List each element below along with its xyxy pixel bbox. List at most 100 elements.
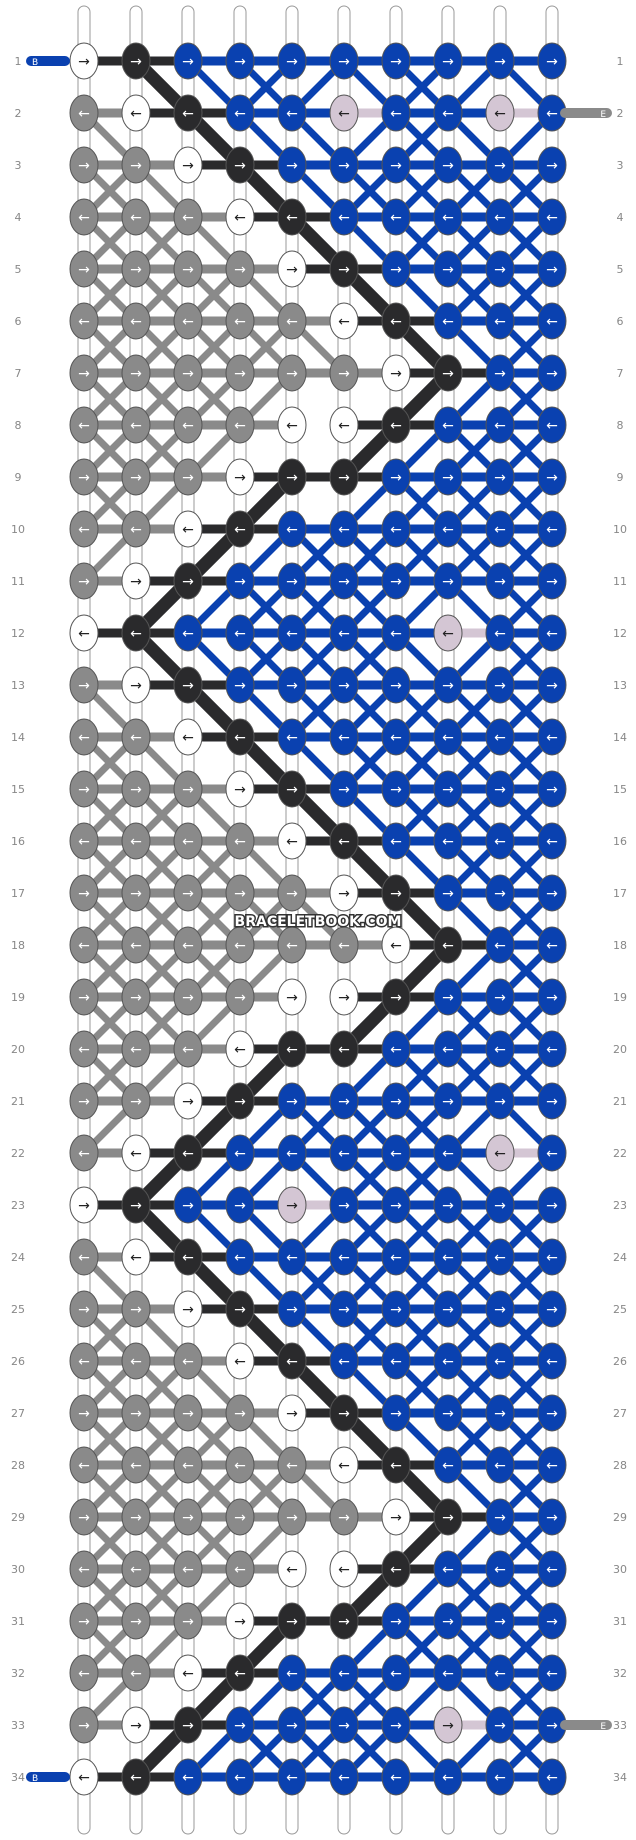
knot-grid: → → → → → → → → → → ← ← ← ← ← ← ← ← ← ← → → → → → → → → → → ← ← ← ← ← ← ← ← ← ←… xyxy=(69,42,567,1796)
backward-arrow-icon: ← xyxy=(130,730,142,746)
backward-arrow-icon: ← xyxy=(442,730,454,746)
knot-r10-s6: ← xyxy=(329,510,359,548)
knot-oval xyxy=(225,926,255,964)
knot-r19-s9: → xyxy=(485,978,515,1016)
forward-arrow-icon: → xyxy=(182,158,194,174)
backward-arrow-icon: ← xyxy=(338,1250,350,1266)
knot-oval xyxy=(121,42,151,80)
forward-arrow-icon: → xyxy=(338,1718,350,1734)
knot-r6-s9: ← xyxy=(485,302,515,340)
knot-r29-s5: → xyxy=(277,1498,307,1536)
knot-oval xyxy=(329,1654,359,1692)
knot-oval xyxy=(173,1186,203,1224)
backward-arrow-icon: ← xyxy=(546,1770,558,1786)
knot-r14-s8: ← xyxy=(433,718,463,756)
knot-r10-s1: ← xyxy=(69,510,99,548)
forward-arrow-icon: → xyxy=(234,574,246,590)
forward-arrow-icon: → xyxy=(442,366,454,382)
forward-arrow-icon: → xyxy=(442,782,454,798)
forward-arrow-icon: → xyxy=(234,782,246,798)
knot-oval xyxy=(381,1134,411,1172)
knot-r7-s4: → xyxy=(225,354,255,392)
knot-oval xyxy=(433,1758,463,1796)
knot-oval xyxy=(485,822,515,860)
knot-oval xyxy=(485,978,515,1016)
row-number-right: 7 xyxy=(617,367,624,380)
forward-arrow-icon: → xyxy=(182,1718,194,1734)
knot-oval xyxy=(433,666,463,704)
knot-r24-s3: ← xyxy=(173,1238,203,1276)
forward-arrow-icon: → xyxy=(390,1510,402,1526)
knot-r34-s10: ← xyxy=(537,1758,567,1796)
forward-arrow-icon: → xyxy=(338,54,350,70)
knot-r30-s6: ← xyxy=(329,1550,359,1588)
row-number-left: 19 xyxy=(11,991,25,1004)
knot-r13-s7: → xyxy=(381,666,411,704)
knot-oval xyxy=(485,614,515,652)
forward-arrow-icon: → xyxy=(286,1302,298,1318)
knot-oval xyxy=(225,874,255,912)
knot-oval xyxy=(329,1134,359,1172)
forward-arrow-icon: → xyxy=(494,574,506,590)
knot-r14-s10: ← xyxy=(537,718,567,756)
knot-oval xyxy=(485,302,515,340)
backward-arrow-icon: ← xyxy=(546,1666,558,1682)
knot-r18-s4: ← xyxy=(225,926,255,964)
knot-oval xyxy=(173,1134,203,1172)
knot-oval xyxy=(485,770,515,808)
row-number-left: 6 xyxy=(15,315,22,328)
knot-r25-s6: → xyxy=(329,1290,359,1328)
knot-oval xyxy=(121,354,151,392)
knot-oval xyxy=(537,770,567,808)
knot-r20-s9: ← xyxy=(485,1030,515,1068)
knot-oval xyxy=(381,614,411,652)
knot-r26-s8: ← xyxy=(433,1342,463,1380)
knot-oval xyxy=(277,1082,307,1120)
backward-arrow-icon: ← xyxy=(442,1354,454,1370)
knot-oval xyxy=(381,770,411,808)
forward-arrow-icon: → xyxy=(338,1198,350,1214)
knot-oval xyxy=(173,666,203,704)
knot-oval xyxy=(537,1030,567,1068)
knot-r8-s10: ← xyxy=(537,406,567,444)
forward-arrow-icon: → xyxy=(390,678,402,694)
knot-r31-s2: → xyxy=(121,1602,151,1640)
knot-r23-s6: → xyxy=(329,1186,359,1224)
backward-arrow-icon: ← xyxy=(130,938,142,954)
knot-oval xyxy=(537,198,567,236)
knot-oval xyxy=(485,1654,515,1692)
knot-r8-s4: ← xyxy=(225,406,255,444)
backward-arrow-icon: ← xyxy=(546,730,558,746)
knot-r9-s6: → xyxy=(329,458,359,496)
forward-arrow-icon: → xyxy=(338,158,350,174)
forward-arrow-icon: → xyxy=(338,886,350,902)
tag-label: B xyxy=(32,58,38,68)
knot-r22-s2: ← xyxy=(121,1134,151,1172)
row-number-left: 27 xyxy=(11,1407,25,1420)
backward-arrow-icon: ← xyxy=(546,210,558,226)
forward-arrow-icon: → xyxy=(234,678,246,694)
knot-oval xyxy=(225,1654,255,1692)
forward-arrow-icon: → xyxy=(182,886,194,902)
knot-oval xyxy=(485,666,515,704)
knot-oval xyxy=(485,510,515,548)
knot-oval xyxy=(329,302,359,340)
knot-oval xyxy=(69,1446,99,1484)
knot-oval xyxy=(329,926,359,964)
knot-oval xyxy=(69,1602,99,1640)
knot-oval xyxy=(277,978,307,1016)
knot-oval xyxy=(329,1030,359,1068)
backward-arrow-icon: ← xyxy=(442,1562,454,1578)
knot-oval xyxy=(381,146,411,184)
knot-oval xyxy=(433,510,463,548)
knot-r30-s1: ← xyxy=(69,1550,99,1588)
knot-r31-s1: → xyxy=(69,1602,99,1640)
knot-r16-s7: ← xyxy=(381,822,411,860)
knot-r11-s3: → xyxy=(173,562,203,600)
backward-arrow-icon: ← xyxy=(78,1666,90,1682)
knot-oval xyxy=(277,42,307,80)
knot-r12-s4: ← xyxy=(225,614,255,652)
knot-oval xyxy=(381,874,411,912)
knot-r26-s10: ← xyxy=(537,1342,567,1380)
forward-arrow-icon: → xyxy=(130,678,142,694)
